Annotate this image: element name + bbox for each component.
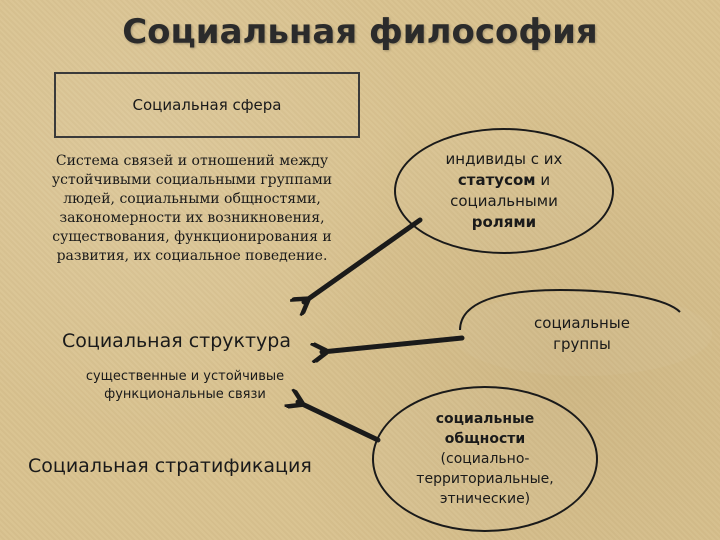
arrow-communities-to-links	[298, 402, 381, 443]
functional-links-text: существенные и устойчивые функциональные…	[60, 368, 310, 404]
definition-line: устойчивыми социальными группами	[51, 172, 333, 188]
individuals-line-2: статусом и	[446, 170, 563, 191]
status-word: статусом	[457, 171, 536, 189]
social-stratification-label: Социальная стратификация	[28, 455, 312, 477]
page-title: Социальная философия	[122, 12, 598, 52]
social-communities-ellipse: социальные общности (социально- территор…	[372, 386, 598, 532]
definition-line: людей, социальными общностями,	[63, 191, 321, 207]
individuals-ellipse: индивиды с их статусом и социальными рол…	[394, 128, 614, 254]
arrow-individuals-to-definition	[304, 217, 423, 302]
social-sphere-definition: Система связей и отношений между устойчи…	[28, 152, 356, 266]
communities-line: (социально-	[440, 451, 530, 467]
individuals-line: индивиды с их	[445, 150, 563, 168]
groups-line: социальные	[534, 314, 630, 332]
status-rest: и	[535, 171, 551, 189]
functional-links-line: существенные и устойчивые	[85, 369, 285, 384]
groups-line: группы	[553, 335, 611, 353]
social-structure-label: Социальная структура	[62, 330, 292, 352]
communities-line: территориальные,	[416, 471, 554, 487]
communities-line: социальные	[435, 411, 535, 427]
definition-line: закономерности их возникновения,	[59, 210, 325, 226]
definition-line: Система связей и отношений между	[55, 153, 329, 169]
communities-line: общности	[444, 431, 526, 447]
social-groups-ellipse: социальные группы	[452, 292, 712, 376]
communities-line: этнические)	[439, 491, 531, 507]
groups-ellipse-arc	[459, 288, 681, 331]
functional-links-line: функциональные связи	[104, 387, 266, 402]
social-sphere-box: Социальная сфера	[54, 72, 360, 138]
arrow-groups-to-structure	[322, 335, 465, 352]
social-sphere-label: Социальная сфера	[132, 96, 282, 114]
definition-line: существования, функционирования и	[52, 229, 332, 245]
definition-line: развития, их социальное поведение.	[56, 248, 328, 264]
roles-word: ролями	[471, 213, 537, 231]
individuals-line: социальными	[450, 192, 558, 210]
